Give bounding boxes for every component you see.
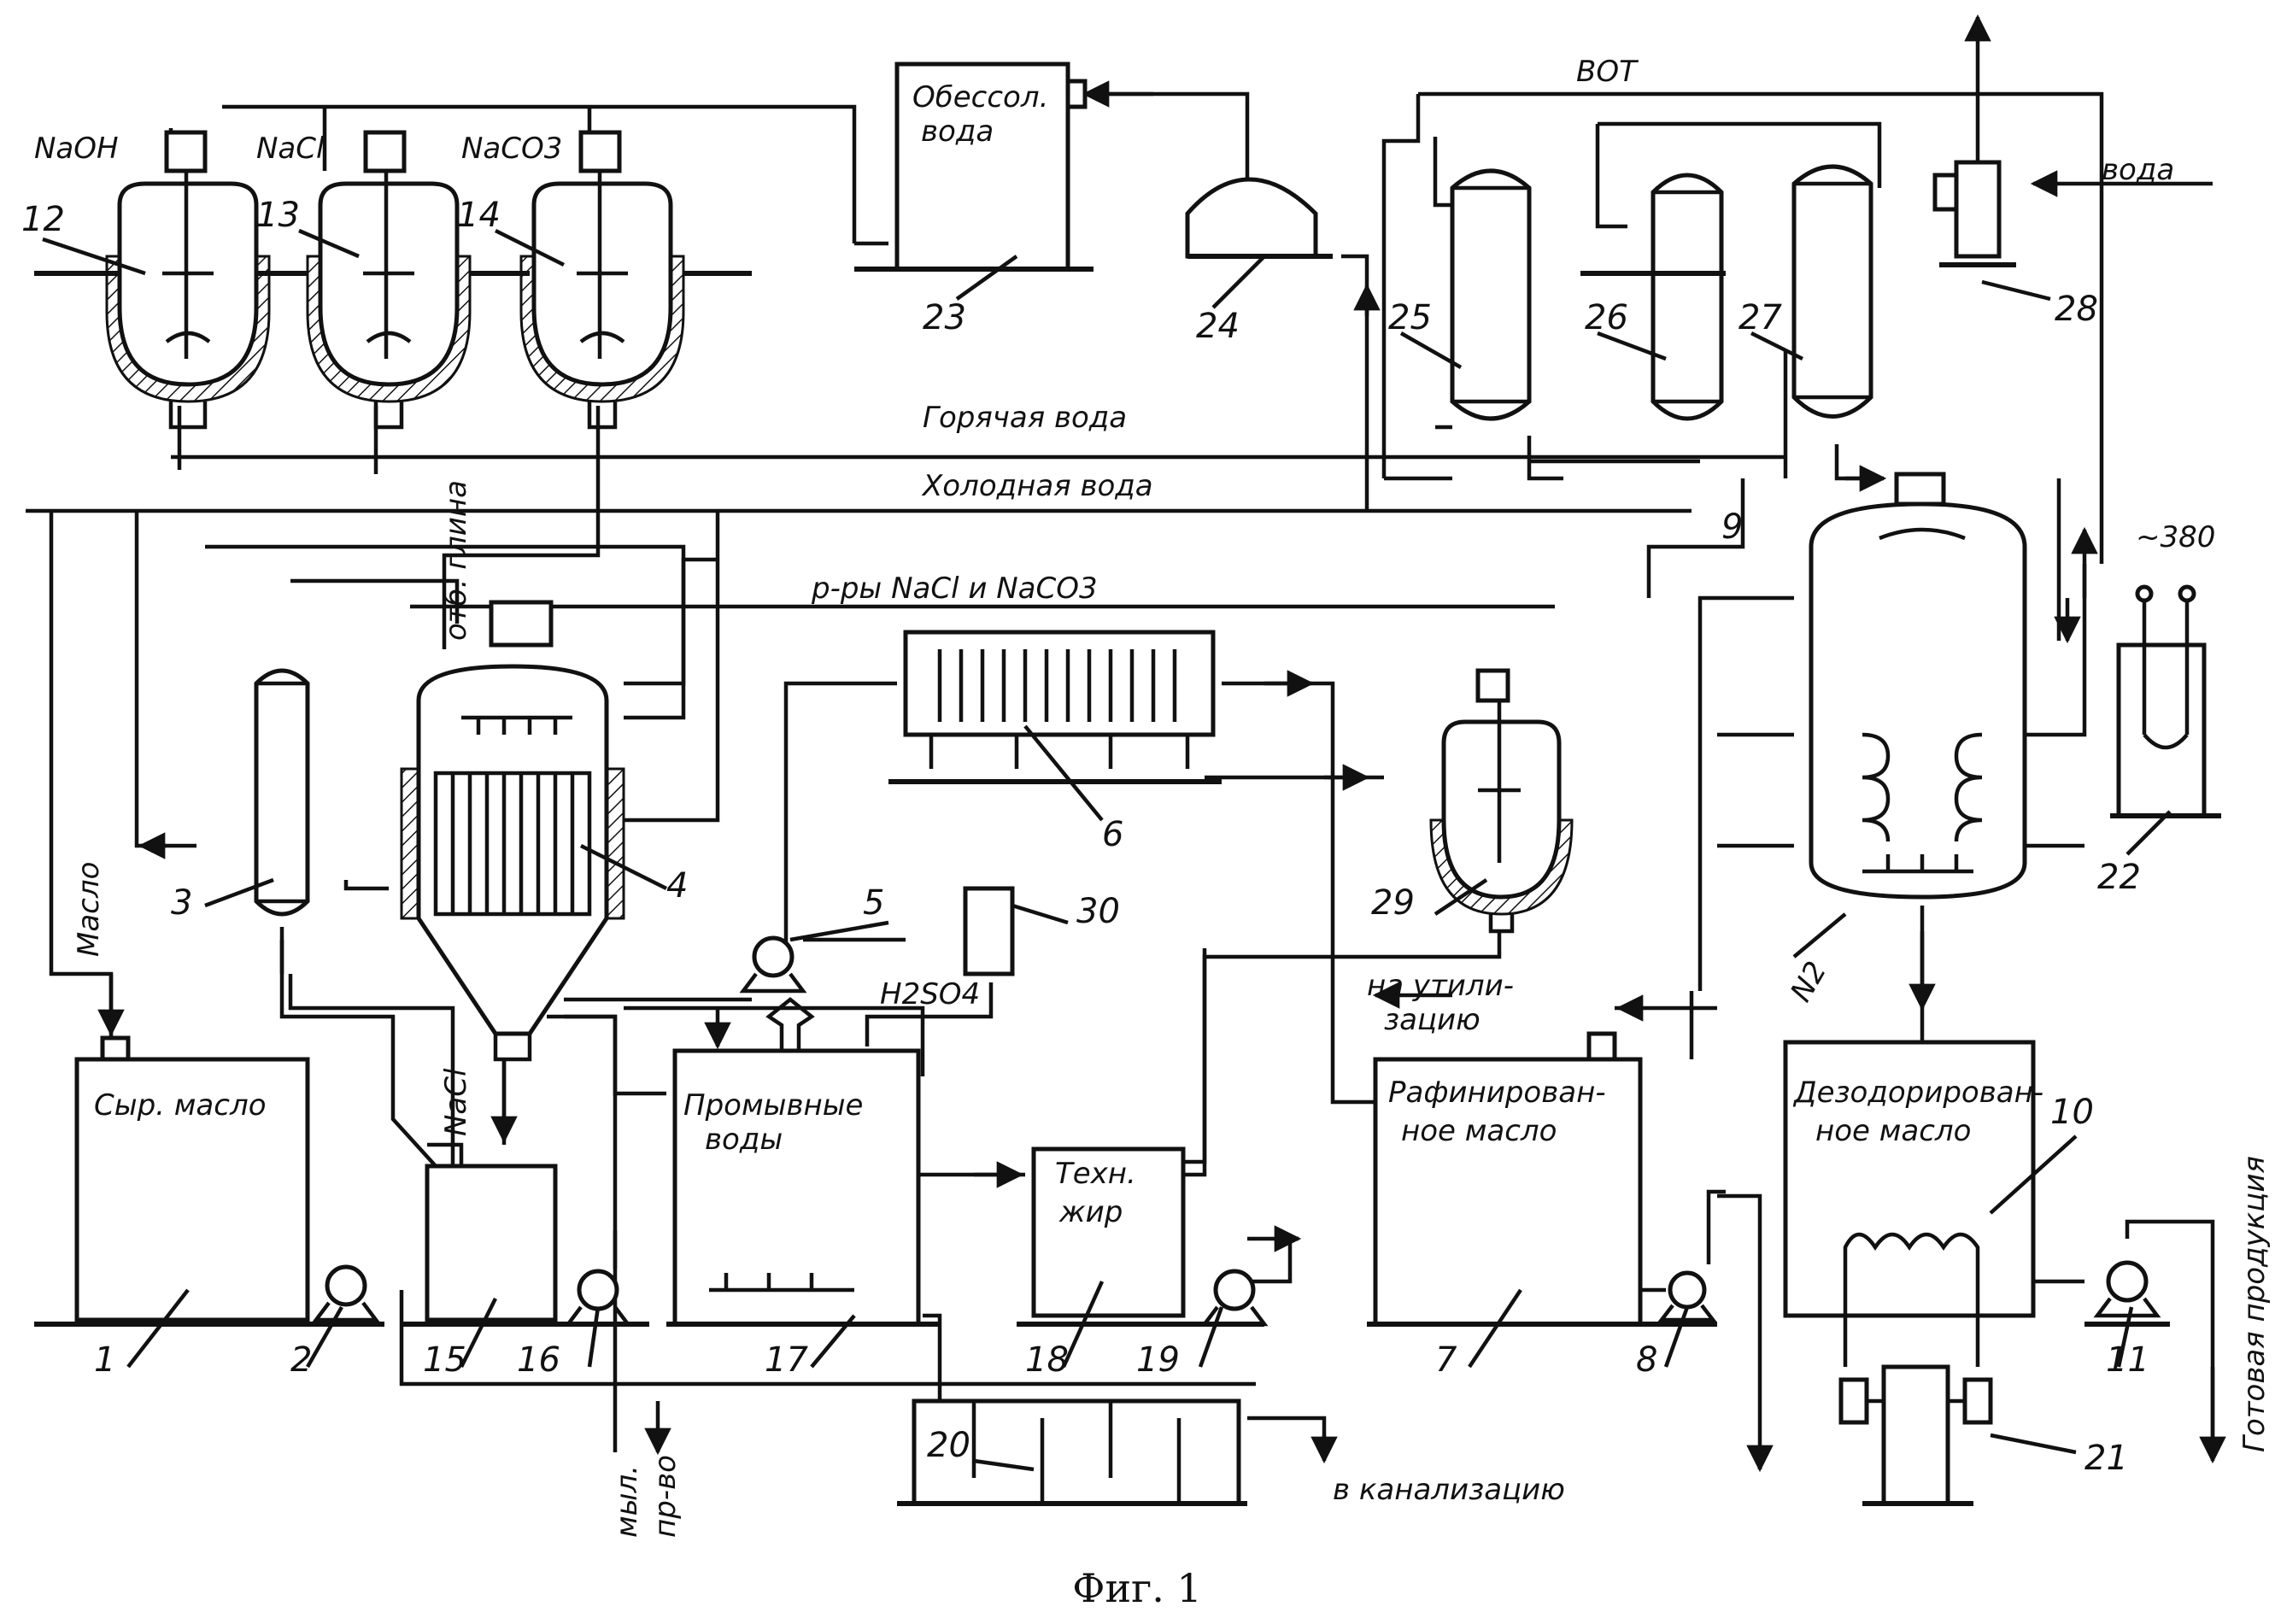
to-sewer-label: в канализацию — [1333, 1473, 1565, 1507]
callout-12: 12 — [21, 200, 65, 239]
callout-30: 30 — [1076, 892, 1120, 931]
column-25 — [1452, 171, 1529, 419]
callout-27: 27 — [1738, 298, 1782, 337]
callout-11: 11 — [2106, 1340, 2149, 1380]
solutions-label: р-ры NaCl и NaCO3 — [811, 572, 1098, 606]
callout-3: 3 — [171, 883, 192, 923]
reactor-12 — [107, 132, 269, 427]
deodorized-oil-label-1: Дезодорирован- — [1792, 1076, 2043, 1110]
callout-10: 10 — [2050, 1093, 2094, 1132]
tank-1 — [77, 1038, 308, 1320]
apparatus-4 — [402, 602, 624, 1059]
nacl-feed-label: NaCl — [439, 1068, 473, 1136]
tank-15 — [427, 1166, 555, 1320]
column-26 — [1653, 175, 1721, 419]
to-utilization-label-2: зацию — [1384, 1003, 1481, 1037]
callout-18: 18 — [1025, 1340, 1069, 1380]
reactor-13 — [308, 132, 470, 427]
figure-caption: Фиг. 1 — [1072, 1565, 1201, 1611]
h2so4-label: H2SO4 — [880, 977, 980, 1011]
callout-21: 21 — [2084, 1439, 2128, 1478]
unit-21 — [1841, 1367, 1991, 1504]
desalted-water-label-1: Обессол. — [912, 80, 1048, 114]
column-27 — [1794, 167, 1871, 417]
callout-25: 25 — [1388, 298, 1432, 337]
filter-press-6 — [888, 632, 1222, 782]
callout-7: 7 — [1435, 1340, 1457, 1380]
callout-20: 20 — [927, 1426, 970, 1465]
water-in-label: вода — [2102, 153, 2174, 187]
callout-6: 6 — [1102, 815, 1123, 854]
reactor-29 — [1431, 671, 1572, 931]
refined-oil-label-1: Рафинирован- — [1388, 1076, 1606, 1110]
deodorized-oil-label-2: ное масло — [1815, 1114, 1971, 1148]
callout-19: 19 — [1136, 1340, 1180, 1380]
to-utilization-label-1: на утили- — [1367, 969, 1514, 1003]
cold-water-label: Холодная вода — [921, 469, 1153, 503]
callout-8: 8 — [1636, 1340, 1657, 1380]
callout-4: 4 — [666, 866, 688, 906]
callout-23: 23 — [923, 298, 966, 337]
callout-17: 17 — [765, 1340, 808, 1380]
power-label: ~380 — [2136, 520, 2215, 554]
callout-28: 28 — [2055, 290, 2098, 329]
raw-oil-label: Сыр. масло — [94, 1088, 267, 1123]
refined-oil-label-2: ное масло — [1401, 1114, 1557, 1148]
oil-feed-label: Масло — [72, 862, 106, 957]
callout-5: 5 — [863, 883, 884, 923]
wash-water-label-1: Промывные — [683, 1088, 863, 1123]
tech-fat-label-1: Техн. — [1055, 1157, 1136, 1191]
finished-product-label: Готовая продукция — [2237, 1156, 2272, 1452]
callout-1: 1 — [94, 1340, 115, 1380]
tank-30 — [965, 888, 1012, 974]
callout-15: 15 — [423, 1340, 466, 1380]
wash-water-label-2: воды — [705, 1123, 783, 1157]
pump-8 — [1662, 1273, 1713, 1320]
bleaching-clay-label: отб. глина — [439, 480, 473, 641]
pump-11 — [2097, 1263, 2157, 1316]
deodorizer-9 — [1794, 474, 2025, 957]
callout-24: 24 — [1196, 307, 1240, 346]
soap-label-2: пр-во — [648, 1455, 683, 1538]
nacl-label: NaCl — [256, 132, 325, 166]
naoh-label: NaOH — [34, 132, 119, 166]
unit-28 — [1935, 162, 2016, 265]
vot-label: ВОТ — [1576, 55, 1639, 89]
tank-17 — [675, 1000, 918, 1324]
callout-26: 26 — [1585, 298, 1628, 337]
callout-22: 22 — [2097, 858, 2141, 897]
pump-19 — [1205, 1271, 1264, 1324]
heater-22 — [2110, 587, 2221, 816]
vessel-24 — [1187, 179, 1333, 256]
hot-water-label: Горячая вода — [923, 401, 1127, 435]
callout-14: 14 — [457, 196, 501, 235]
soap-label-1: мыл. — [610, 1465, 644, 1538]
pump-2 — [316, 1267, 376, 1320]
callout-16: 16 — [517, 1340, 560, 1380]
tech-fat-label-2: жир — [1058, 1195, 1123, 1229]
callout-2: 2 — [290, 1340, 312, 1380]
naco3-label: NaCO3 — [461, 132, 562, 166]
desalted-water-label-2: вода — [921, 114, 994, 149]
callout-13: 13 — [256, 196, 300, 235]
callout-9: 9 — [1721, 507, 1743, 547]
n2-label: N2 — [1784, 956, 1833, 1008]
reactor-14 — [521, 132, 683, 427]
pump-5 — [743, 938, 803, 991]
heat-exchanger-3 — [256, 671, 308, 974]
callout-29: 29 — [1371, 883, 1415, 923]
